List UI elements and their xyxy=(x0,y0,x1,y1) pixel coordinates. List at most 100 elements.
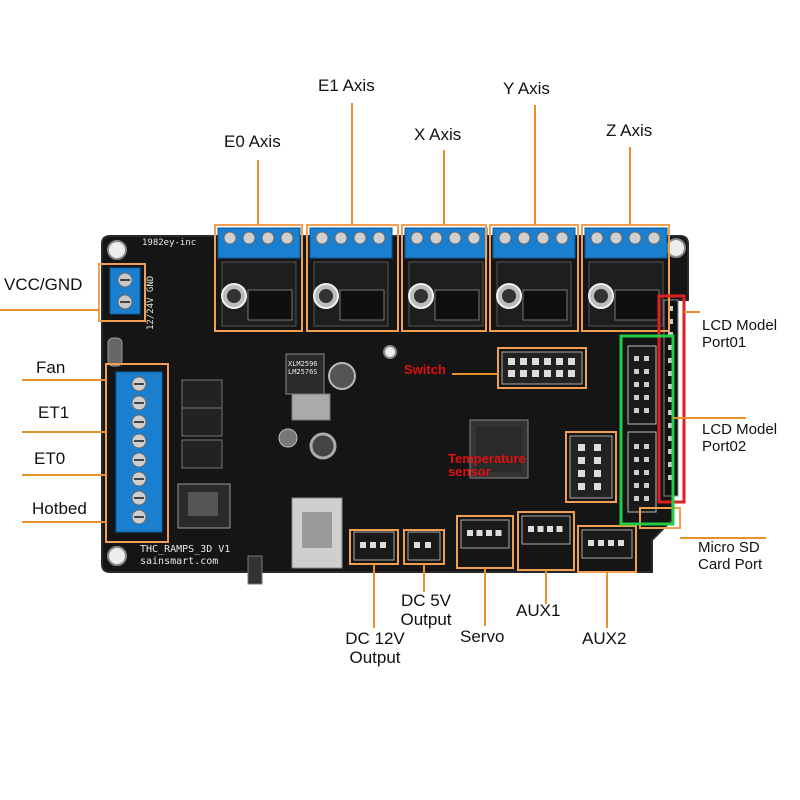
mounting-hole xyxy=(383,345,397,359)
temperature-box xyxy=(565,431,617,503)
microsd-label: Micro SD Card Port xyxy=(698,539,763,573)
screw xyxy=(242,231,256,245)
pin xyxy=(668,462,673,467)
screw xyxy=(498,231,512,245)
e1-axis-label: E1 Axis xyxy=(318,76,375,95)
stepper-driver-sockets xyxy=(217,227,668,327)
pin xyxy=(668,345,673,350)
pin xyxy=(644,408,649,413)
capacitor-top xyxy=(502,289,516,303)
pin xyxy=(594,470,601,477)
lcd-port02-line1: LCD Model xyxy=(702,421,778,438)
pin xyxy=(634,369,639,374)
screw xyxy=(467,231,481,245)
switch-box xyxy=(497,347,587,389)
pin xyxy=(608,540,614,546)
pin xyxy=(668,423,673,428)
lcd-port02-line2: Port02 xyxy=(702,437,747,455)
power-silkscreen: 12/24V GND xyxy=(146,275,156,330)
screw xyxy=(517,231,531,245)
pin xyxy=(634,382,639,387)
aux2-label: AUX2 xyxy=(582,629,627,648)
usb-connector xyxy=(247,497,343,585)
dc12v-line1: DC 12V xyxy=(345,629,405,648)
jumper-header xyxy=(522,289,568,321)
mounting-hole xyxy=(107,546,127,566)
screw xyxy=(372,231,386,245)
pin xyxy=(520,358,527,365)
dc5v-line2: Output xyxy=(400,609,452,629)
pin xyxy=(644,444,649,449)
dc12v-label: DC 12V Output xyxy=(330,629,420,667)
pin xyxy=(568,358,575,365)
capacitor-top xyxy=(594,289,608,303)
voltage-regulator xyxy=(278,353,356,460)
capacitor-top xyxy=(319,289,333,303)
pin xyxy=(644,356,649,361)
capacitor-top xyxy=(414,289,428,303)
pin xyxy=(668,436,673,441)
x-axis-label: X Axis xyxy=(414,125,462,144)
pin xyxy=(476,530,483,536)
dc12v-line2: Output xyxy=(349,647,401,667)
brand-silkscreen: sainsmart.com xyxy=(140,556,219,567)
pin xyxy=(668,358,673,363)
pin xyxy=(598,540,604,546)
fan-label: Fan xyxy=(36,358,66,377)
pin xyxy=(668,475,673,480)
microsd-line2: Card Port xyxy=(698,555,763,573)
jumper-header xyxy=(434,289,480,321)
screw xyxy=(353,231,367,245)
pin xyxy=(634,470,639,475)
pin xyxy=(668,384,673,389)
pin xyxy=(668,449,673,454)
pin xyxy=(547,526,553,532)
driver-socket xyxy=(309,227,393,327)
pin xyxy=(644,382,649,387)
microsd-line1: Micro SD xyxy=(698,539,760,556)
screw xyxy=(334,231,348,245)
et0-label: ET0 xyxy=(34,449,66,468)
pin xyxy=(594,444,601,451)
dc5v-line1: DC 5V xyxy=(400,591,452,610)
switch-label: Switch xyxy=(404,362,446,377)
pin xyxy=(532,358,539,365)
pin xyxy=(668,371,673,376)
temperature-line2: sensor xyxy=(448,464,491,479)
pin xyxy=(380,542,386,548)
pin xyxy=(634,444,639,449)
callout-lines xyxy=(0,103,766,628)
temperature-label: Temperature sensor xyxy=(448,452,526,478)
pin xyxy=(588,540,594,546)
lcd-port01-line1: LCD Model xyxy=(702,317,778,334)
screw xyxy=(628,231,642,245)
screw xyxy=(261,231,275,245)
screw xyxy=(609,231,623,245)
pin xyxy=(594,457,601,464)
header xyxy=(521,515,571,545)
et1-label: ET1 xyxy=(38,403,70,422)
pin xyxy=(644,395,649,400)
bottom-headers xyxy=(353,515,633,561)
lcd-port02-box xyxy=(619,334,675,526)
mosfets xyxy=(177,379,231,529)
regulator-silkscreen: XLM2596 LM2576S xyxy=(288,360,318,376)
pin xyxy=(594,483,601,490)
pin xyxy=(644,369,649,374)
lcd-port01-line2: Port01 xyxy=(702,333,747,351)
screw xyxy=(590,231,604,245)
pin xyxy=(556,370,563,377)
lcd-port02-label: LCD Model Port02 xyxy=(702,421,778,455)
pin xyxy=(520,370,527,377)
driver-socket xyxy=(492,227,576,327)
microcontroller xyxy=(469,419,529,479)
pin xyxy=(544,358,551,365)
corner-silkscreen: 1982ey-inc xyxy=(142,238,197,248)
capacitor-top xyxy=(227,289,241,303)
screw xyxy=(223,231,237,245)
pin xyxy=(668,397,673,402)
left-terminal-block xyxy=(107,337,163,533)
header-body xyxy=(407,531,441,561)
aux1-label: AUX1 xyxy=(516,601,561,620)
